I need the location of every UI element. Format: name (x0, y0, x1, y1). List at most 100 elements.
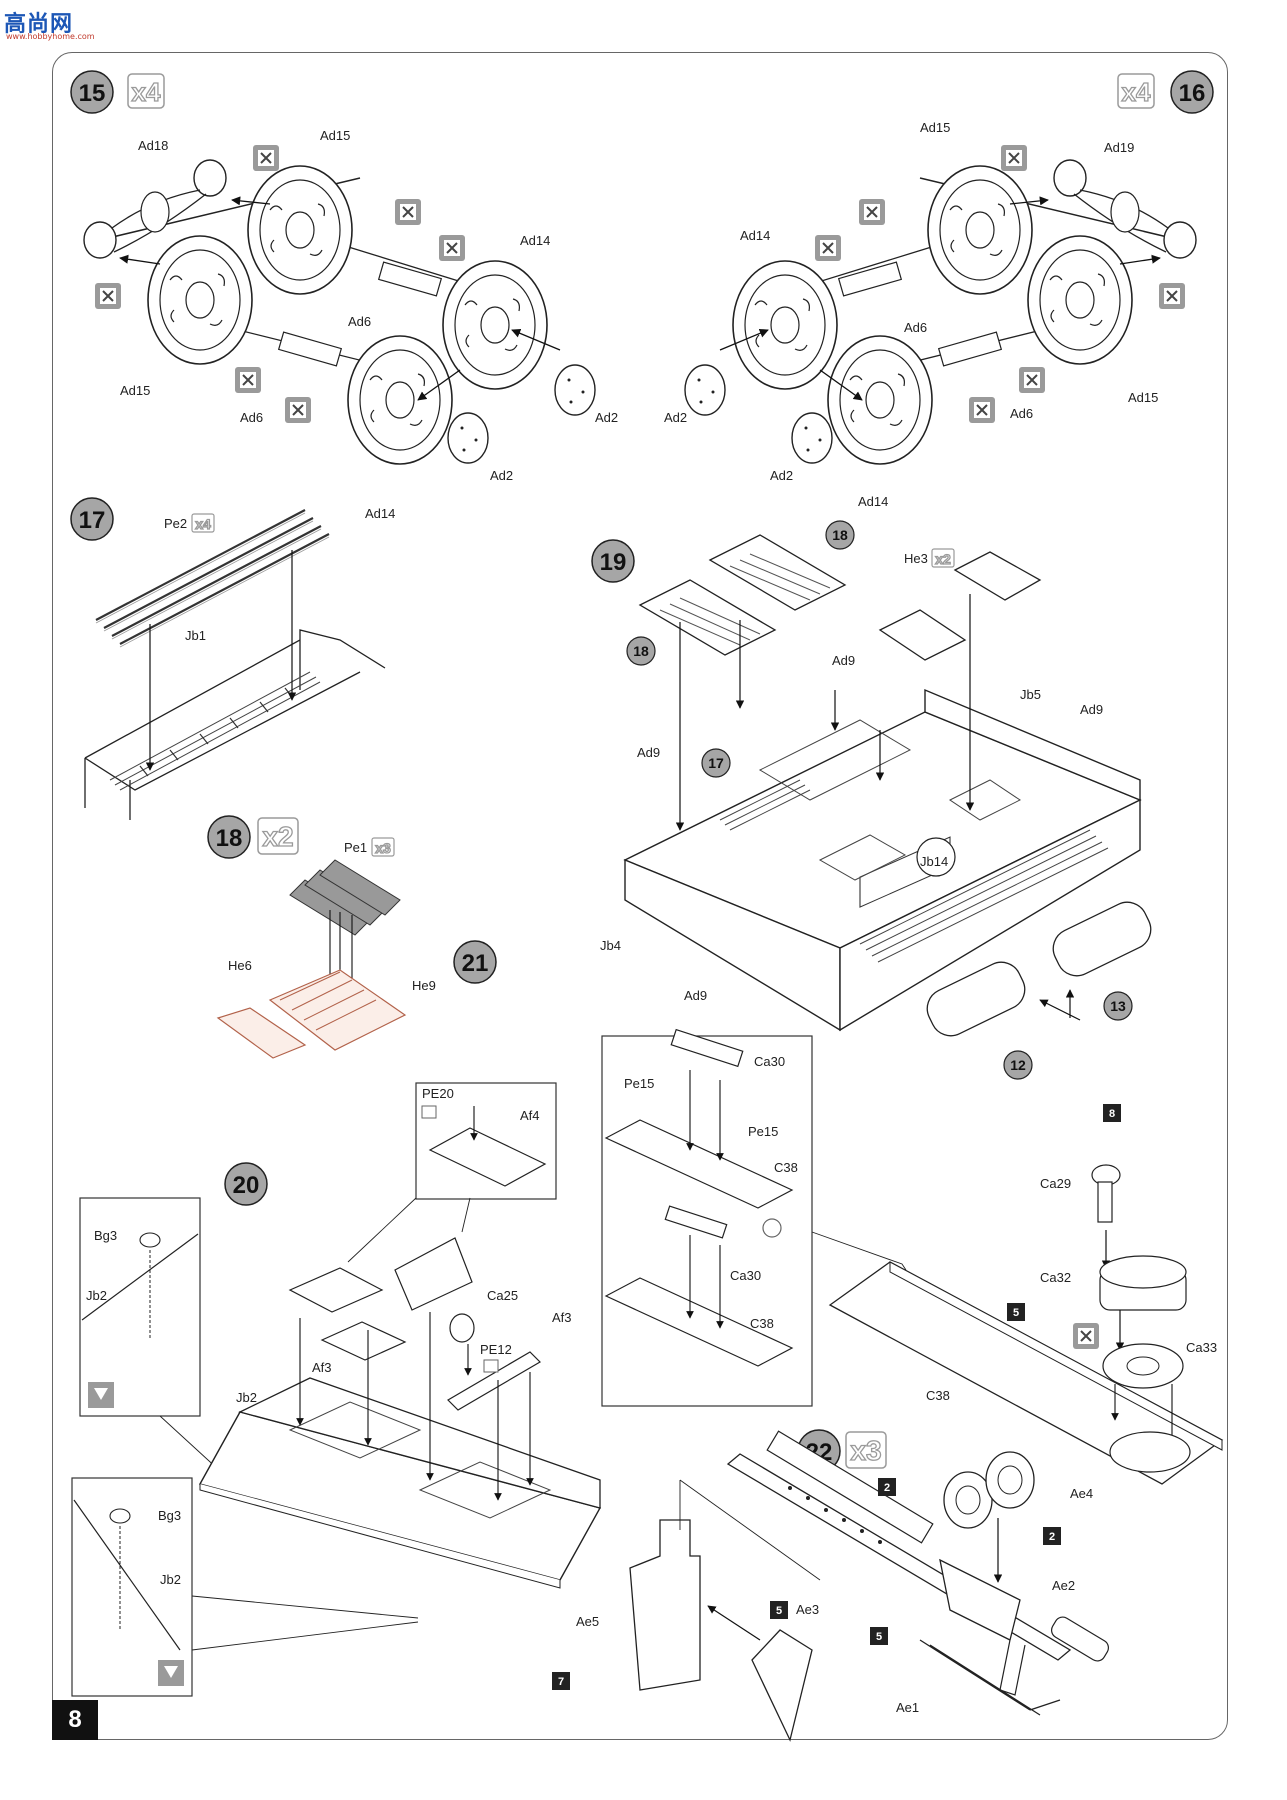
watermark-logo: 高尚网 www.hobbyhome.com (4, 6, 95, 41)
label-af3: Af3 (312, 1360, 332, 1375)
label-jb2: Jb2 (86, 1288, 107, 1303)
svg-text:17: 17 (708, 755, 724, 771)
label-ad14: Ad14 (520, 233, 550, 248)
step-18-number: 18 (216, 825, 243, 852)
label-ad6: Ad6 (240, 410, 263, 425)
label-c38: C38 (926, 1388, 950, 1403)
label-bg3: Bg3 (158, 1508, 181, 1523)
label-jb14: Jb14 (920, 854, 948, 869)
label-pe12: PE12 (480, 1342, 512, 1357)
label-ca25: Ca25 (487, 1288, 518, 1303)
step-20-number: 20 (233, 1172, 260, 1199)
label-ca29: Ca29 (1040, 1176, 1071, 1191)
label-c38: C38 (750, 1316, 774, 1331)
label-ad9: Ad9 (637, 745, 660, 760)
step-18-multiplier: x2 (262, 821, 293, 852)
label-he3: He3 (904, 551, 928, 566)
label-ca30: Ca30 (754, 1054, 785, 1069)
label-ca32: Ca32 (1040, 1270, 1071, 1285)
step-15-badge (70, 70, 114, 114)
label-c38: C38 (774, 1160, 798, 1175)
step-20: 20 PE20 Af4 Bg3 Jb2 Bg3 Jb2 (71, 1082, 602, 1697)
label-ae4: Ae4 (1070, 1486, 1093, 1501)
cupola-assembly: 8 Ca29 Ca32 5 Ca33 C38 (811, 1104, 1224, 1485)
svg-text:5: 5 (1013, 1307, 1019, 1319)
svg-text:8: 8 (1109, 1108, 1115, 1120)
svg-text:5: 5 (776, 1605, 782, 1617)
label-bg3: Bg3 (94, 1228, 117, 1243)
label-jb2: Jb2 (236, 1390, 257, 1405)
step-17: 17 Pe2 x4 Jb1 (70, 497, 386, 820)
label-ad15: Ad15 (1128, 390, 1158, 405)
step-18: 18 x2 Pe1 x3 He6 He9 (207, 815, 436, 1059)
svg-text:2: 2 (884, 1482, 890, 1494)
label-ad15: Ad15 (120, 383, 150, 398)
step-19: 19 18 18 He3 x2 (591, 520, 1152, 1080)
svg-text:7: 7 (558, 1676, 564, 1688)
svg-text:5: 5 (876, 1631, 882, 1643)
step-22: 22 x3 Ae4 2 2 Ae2 5 Ae1 Ae5 7 (552, 1429, 1110, 1742)
label-ae3: Ae3 (796, 1602, 819, 1617)
label-ad18: Ad18 (138, 138, 168, 153)
label-jb5: Jb5 (1020, 687, 1041, 702)
svg-text:13: 13 (1110, 998, 1126, 1014)
label-ca30: Ca30 (730, 1268, 761, 1283)
label-ad2: Ad2 (490, 468, 513, 483)
label-ad2: Ad2 (664, 410, 687, 425)
watermark-site: www.hobbyhome.com (6, 32, 95, 41)
svg-text:18: 18 (832, 527, 848, 543)
label-pe15: Pe15 (624, 1076, 654, 1091)
step-16-multiplier: x4 (1122, 77, 1151, 107)
watermark-brand: 高尚网 (4, 12, 74, 37)
label-ad15: Ad15 (920, 120, 950, 135)
svg-text:x3: x3 (375, 840, 391, 856)
label-he9: He9 (412, 978, 436, 993)
label-ad2: Ad2 (770, 468, 793, 483)
label-ae5: Ae5 (576, 1614, 599, 1629)
label-ad6: Ad6 (1010, 406, 1033, 421)
label-ad6: Ad6 (348, 314, 371, 329)
label-jb4: Jb4 (600, 938, 621, 953)
label-ad14: Ad14 (365, 506, 395, 521)
label-ad6: Ad6 (904, 320, 927, 335)
step-15: 15 x4 Ad18 Ad15 (70, 70, 618, 521)
label-pe2: Pe2 (164, 516, 187, 531)
step-16: 16 x4 Ad15 Ad19 Ad14 Ad6 Ad15 Ad6 Ad2 (664, 70, 1214, 509)
label-ca33: Ca33 (1186, 1340, 1217, 1355)
instruction-page-frame (52, 52, 1228, 1740)
label-jb2: Jb2 (160, 1572, 181, 1587)
label-af4: Af4 (520, 1108, 540, 1123)
label-pe1: Pe1 (344, 840, 367, 855)
label-ad14: Ad14 (740, 228, 770, 243)
step-22-multiplier: x3 (850, 1435, 881, 1466)
svg-text:x4: x4 (195, 516, 211, 532)
label-ae1: Ae1 (896, 1700, 919, 1715)
label-he6: He6 (228, 958, 252, 973)
step-17-number: 17 (79, 507, 106, 534)
glue-icon (762, 1218, 782, 1238)
step-16-number: 16 (1179, 80, 1206, 107)
page-number: 8 (52, 1700, 98, 1740)
svg-text:x2: x2 (935, 551, 951, 567)
step-15-number: 15 (79, 80, 106, 107)
step-15-multiplier: x4 (132, 77, 161, 107)
label-pe20: PE20 (422, 1086, 454, 1101)
label-pe15: Pe15 (748, 1124, 778, 1139)
label-ad14: Ad14 (858, 494, 888, 509)
step-19-number: 19 (600, 549, 627, 576)
label-ad9: Ad9 (684, 988, 707, 1003)
step-16-badge (1170, 70, 1214, 114)
label-ae2: Ae2 (1052, 1578, 1075, 1593)
svg-text:2: 2 (1049, 1531, 1055, 1543)
svg-text:12: 12 (1010, 1057, 1026, 1073)
label-ad9: Ad9 (832, 653, 855, 668)
label-ad2: Ad2 (595, 410, 618, 425)
label-ad15: Ad15 (320, 128, 350, 143)
label-ad19: Ad19 (1104, 140, 1134, 155)
step-21: 21 (453, 940, 497, 984)
svg-text:18: 18 (633, 643, 649, 659)
step-21-number: 21 (462, 950, 489, 977)
label-ad9: Ad9 (1080, 702, 1103, 717)
label-jb1: Jb1 (185, 628, 206, 643)
